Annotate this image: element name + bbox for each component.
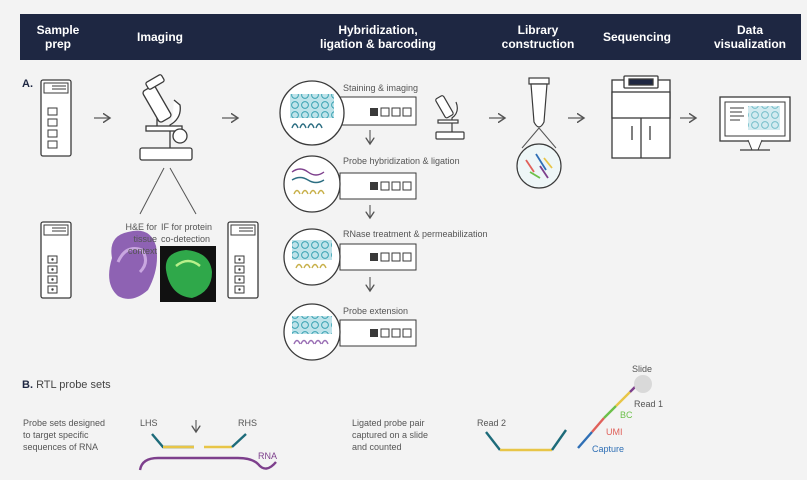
step-probe-extension [283,303,417,361]
step-label-staining: Staining & imaging [343,83,419,93]
section-a-letter: A. [22,78,33,90]
slide-label: Slide [632,364,653,374]
small-microscope-icon [435,95,465,140]
slide-icon-he [40,221,72,299]
read2-label: Read 2 [477,418,507,428]
step-label-hybridization: Probe hybridization & ligation [343,156,460,166]
split-line-right [169,167,197,215]
stage-sequencing: Sequencing [602,30,671,44]
bc-label: BC [620,410,633,420]
probe-set-diagram [138,420,277,471]
section-b-title: B. RTL probe sets [22,379,111,391]
step-label-rnase: RNase treatment & permeabilization [343,229,488,239]
stage-imaging: Imaging [136,30,183,44]
rna-label: RNA [258,451,278,461]
lhs-label: LHS [140,418,158,428]
step-staining-imaging [279,80,417,146]
monitor-icon [719,96,791,151]
split-line-left [139,167,165,215]
read1-label: Read 1 [634,399,664,409]
rhs-label: RHS [238,418,258,428]
slide-icon-if [227,221,259,299]
sequencer-icon [611,75,671,159]
capture-label: Capture [592,444,625,454]
ligated-probe-diagram [485,375,652,452]
step-probe-hybridization [283,155,417,213]
step-rnase-treatment [283,228,417,286]
stage-hybridization: Hybridization,ligation & barcoding [320,23,436,51]
slide-icon [40,79,72,157]
step-label-extension: Probe extension [343,306,409,316]
umi-label: UMI [606,427,623,437]
microscope-icon [139,74,193,161]
library-tube-icon [516,77,562,189]
he-tissue-image [109,230,157,299]
